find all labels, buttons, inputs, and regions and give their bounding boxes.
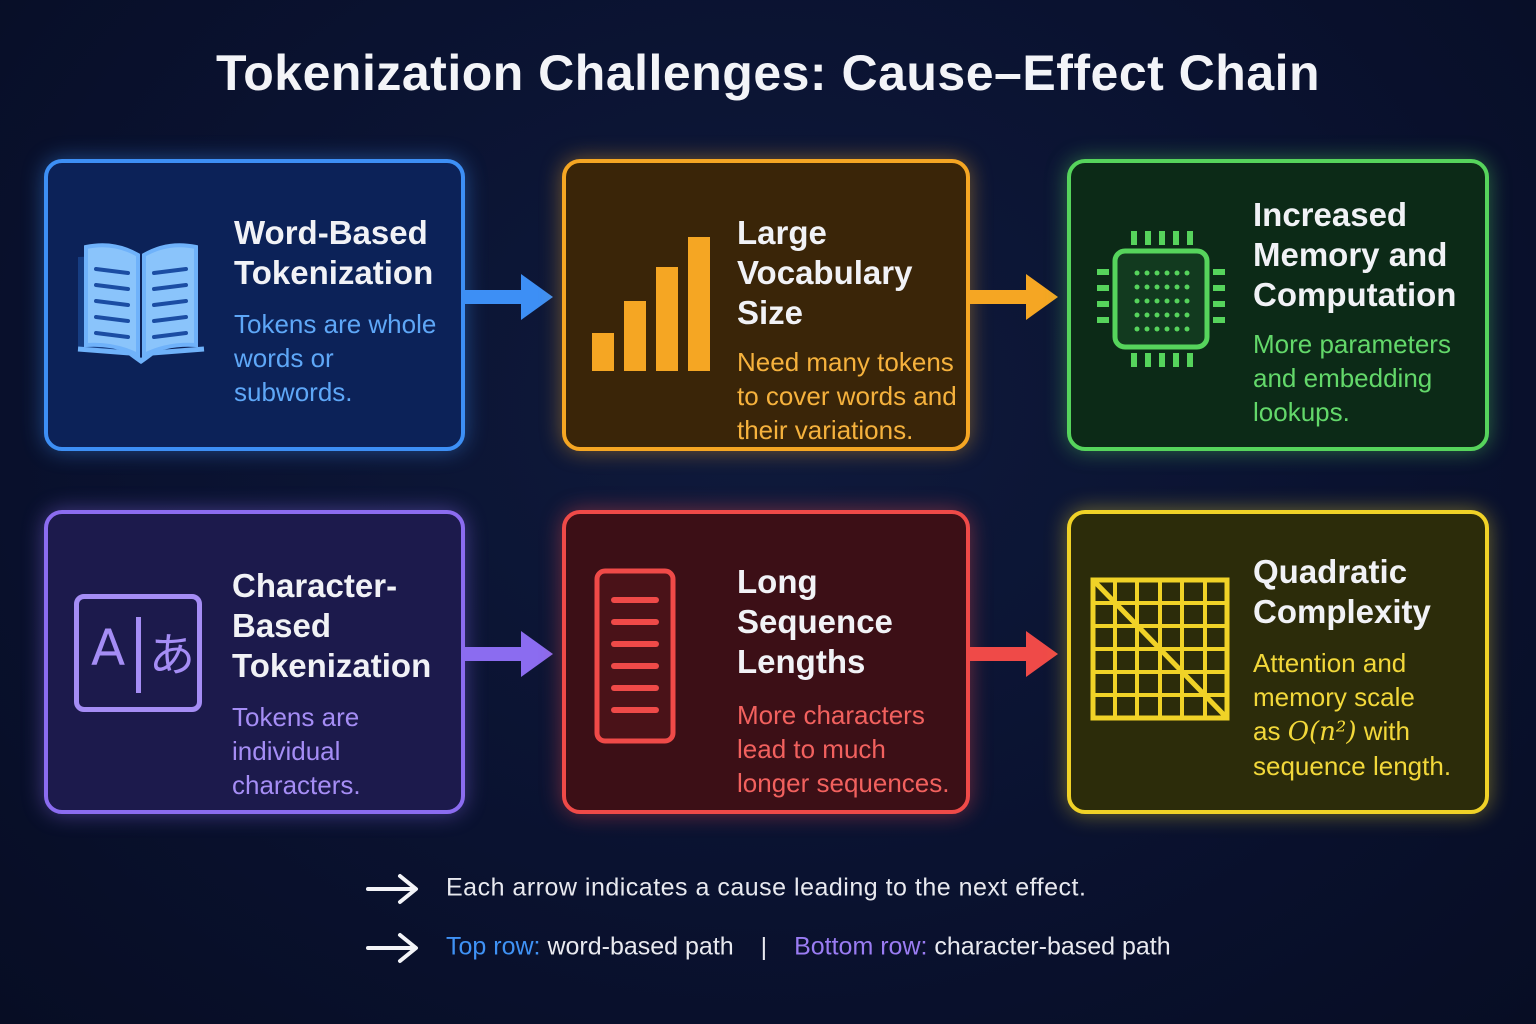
card-title: Word-Based Tokenization (234, 214, 434, 291)
card-description: Tokens are individual characters. (232, 702, 361, 800)
chip-icon (1097, 231, 1225, 367)
character-glyphs-icon: A あ (74, 594, 202, 712)
card-description: More parameters and embedding lookups. (1253, 329, 1451, 427)
word-based-tokenization-card: Word-Based Tokenization Tokens are whole… (44, 159, 465, 451)
legend-line-arrows: Each arrow indicates a cause leading to … (366, 872, 1086, 906)
arrow-right-icon (970, 274, 1058, 320)
arrow-right-icon (970, 631, 1058, 677)
quadratic-complexity-card: Quadratic Complexity Attention and memor… (1067, 510, 1489, 814)
legend-bottom-row-text: character-based path (934, 932, 1171, 961)
legend-top-row-text: word-based path (547, 932, 734, 961)
increased-memory-computation-card: Increased Memory and Computation More pa… (1067, 159, 1489, 451)
page-title: Tokenization Challenges: Cause–Effect Ch… (215, 45, 1321, 101)
character-based-tokenization-card: A あ Character-Based Tokenization Tokens … (44, 510, 465, 814)
long-sequence-lengths-card: Long Sequence Lengths More characters le… (562, 510, 970, 814)
open-book-icon (77, 243, 205, 365)
arrow-right-icon (465, 631, 553, 677)
card-title: Large Vocabulary Size (737, 214, 913, 331)
legend-top-row-label: Top row: (446, 932, 541, 961)
document-lines-icon (594, 568, 676, 744)
card-description: Attention and memory scale as O(n²) with… (1253, 648, 1452, 781)
card-title: Increased Memory and Computation (1253, 196, 1457, 313)
legend-text: Each arrow indicates a cause leading to … (446, 873, 1087, 902)
card-description: More characters lead to much longer sequ… (737, 700, 950, 798)
arrow-right-icon (366, 874, 418, 904)
big-o-notation: O(n²) (1287, 717, 1357, 747)
card-description: Need many tokens to cover words and thei… (737, 347, 957, 445)
card-title: Quadratic Complexity (1253, 553, 1431, 630)
card-title: Long Sequence Lengths (737, 563, 893, 680)
large-vocabulary-size-card: Large Vocabulary Size Need many tokens t… (562, 159, 970, 451)
legend-bottom-row-label: Bottom row: (794, 932, 928, 961)
legend-separator: | (760, 932, 768, 961)
legend-line-rows: Top row: word-based path | Bottom row: c… (366, 931, 1171, 965)
card-description: Tokens are whole words or subwords. (234, 309, 437, 407)
card-title: Character-Based Tokenization (232, 567, 432, 684)
attention-grid-icon (1090, 577, 1230, 721)
bar-chart-icon (592, 237, 710, 371)
arrow-right-icon (366, 933, 418, 963)
arrow-right-icon (465, 274, 553, 320)
